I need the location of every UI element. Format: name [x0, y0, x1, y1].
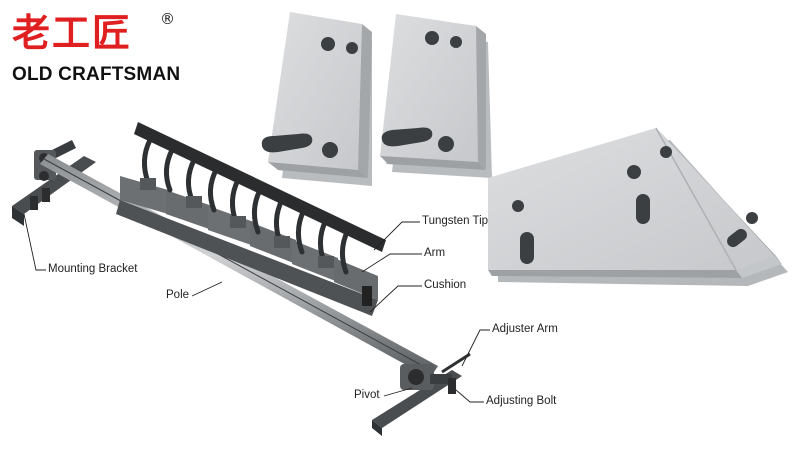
blade-plate-middle [380, 14, 492, 178]
label-adjuster-arm: Adjuster Arm [492, 323, 558, 335]
brand-name-english: OLD CRAFTSMAN [12, 64, 181, 85]
label-cushion: Cushion [424, 279, 467, 291]
registered-mark: ® [160, 10, 175, 28]
label-tungsten-tip: Tungsten Tip [422, 215, 489, 227]
label-mounting-bracket: Mounting Bracket [48, 263, 138, 275]
leader-lines [23, 213, 490, 403]
label-pivot: Pivot [354, 389, 380, 401]
label-adjusting-bolt: Adjusting Bolt [486, 395, 557, 407]
mounting-bracket-right [372, 352, 471, 436]
tungsten-tip [134, 122, 386, 252]
brand-logo-chinese: 老工匠 [12, 11, 133, 55]
blade-plate-left [261, 12, 372, 186]
arm-clamps [140, 178, 334, 268]
label-pole: Pole [166, 289, 190, 301]
belt-cleaner-assembly [12, 122, 471, 436]
label-arm: Arm [424, 247, 446, 259]
blade-plate-angled [488, 127, 788, 286]
cushion-blocks [116, 176, 378, 316]
